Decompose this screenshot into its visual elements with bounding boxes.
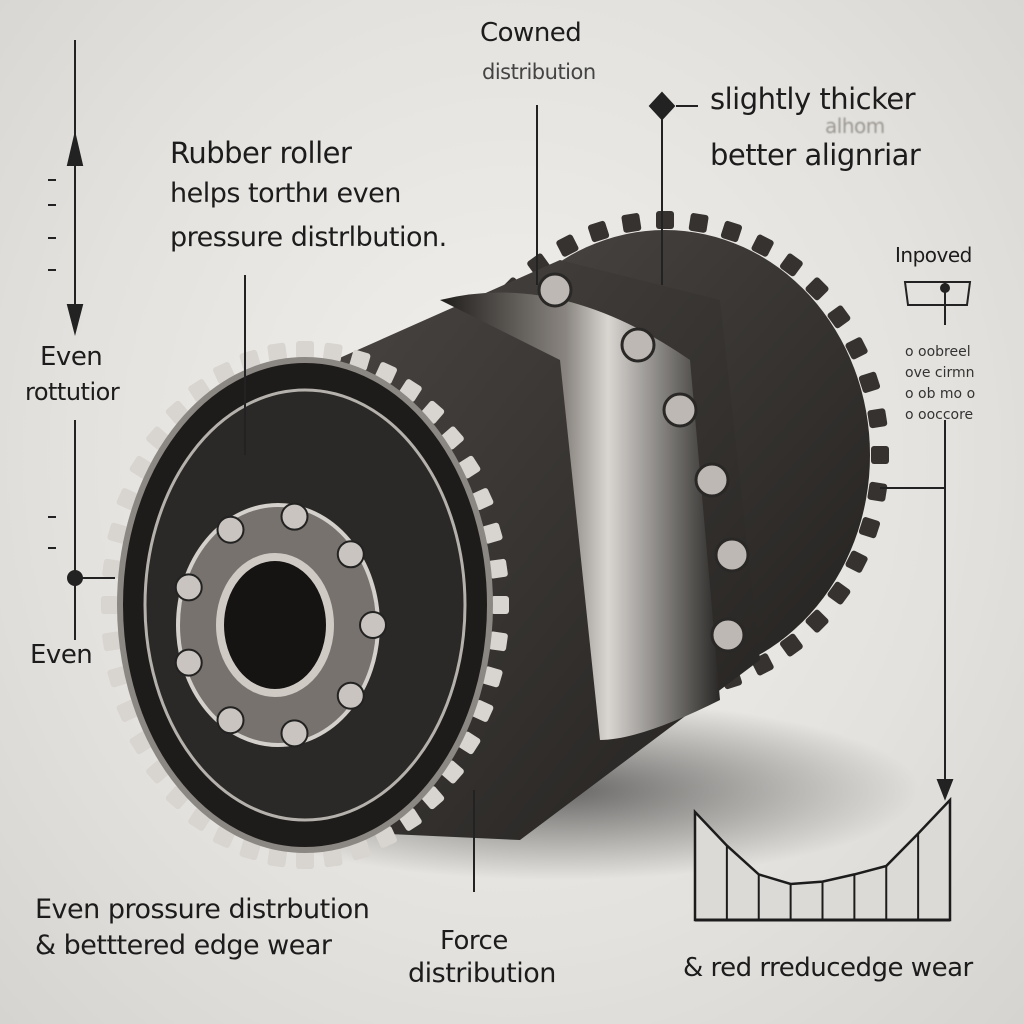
thicker-faint-text: alhom (825, 114, 885, 138)
gear-tooth (827, 305, 851, 329)
arrow-down-icon (936, 779, 954, 801)
list-item: o ooccore (905, 407, 974, 423)
hub-bolt (174, 573, 203, 602)
gear-tooth (720, 220, 742, 243)
rotation-label: rottutior (25, 378, 120, 406)
hub-bolt (336, 540, 365, 569)
diamond-icon (648, 91, 676, 121)
thicker-label: slightly thicker (710, 82, 916, 116)
bolt (620, 327, 656, 363)
bolt (662, 392, 698, 428)
crowned-subtitle: distribution (482, 60, 596, 84)
band-bolts (537, 272, 750, 653)
gear-tooth (349, 349, 371, 371)
gear-tooth (779, 633, 803, 657)
gear-tooth (102, 558, 122, 579)
list-item: o oobreel (905, 344, 971, 360)
force-label: Force (440, 926, 508, 956)
hub-bolt (174, 648, 203, 677)
scale-ticks (48, 179, 56, 549)
gear-tooth (488, 558, 508, 579)
hub-bolt (336, 681, 365, 710)
force-distribution-label: distribution (408, 958, 556, 989)
rubber-roller-line3: pressure distrlbution. (170, 222, 447, 253)
hub-bolt (359, 611, 387, 639)
list-item: ove cirmn (905, 365, 975, 381)
bolt (710, 617, 746, 653)
metal-band (440, 292, 720, 740)
gear-tooth (867, 408, 888, 429)
gear-tooth (845, 550, 868, 573)
gear-tooth (867, 481, 888, 502)
gear-tooth (481, 666, 503, 688)
gear-tooth (779, 253, 803, 277)
gear-tooth (805, 609, 829, 633)
gear-tooth (858, 517, 881, 539)
reduced-wear-caption: & red rreducedge wear (683, 953, 973, 983)
gear-tooth (488, 631, 508, 652)
gear-tooth (107, 666, 129, 688)
hub-bolt (216, 706, 245, 735)
gear-tooth (322, 342, 343, 363)
hub-bolt (280, 719, 309, 748)
pressure-distribution-label: Even prossure distrbution (35, 894, 370, 925)
arrow-up-icon (66, 134, 84, 166)
wear-distribution-chart (693, 796, 952, 922)
gear-tooth (556, 234, 579, 257)
bore-hole (216, 553, 334, 697)
gear-tooth (296, 341, 314, 359)
bolt (537, 272, 573, 308)
alignment-icon (903, 281, 972, 325)
gear-tooth (588, 220, 610, 243)
list-item: o ob mo o (905, 386, 976, 402)
gear-tooth (102, 631, 122, 652)
gear-tooth (239, 839, 261, 861)
even-label: Even (40, 342, 103, 372)
improved-list: o oobreel ove cirmn o ob mo o o ooccore (905, 342, 975, 426)
gear-tooth (107, 522, 129, 544)
gear-tooth (688, 213, 709, 233)
arrow-down-icon (66, 304, 84, 336)
gear-tooth (858, 371, 881, 393)
hub-bolts (174, 502, 387, 748)
gear-tooth (845, 337, 868, 360)
rubber-roller-title: Rubber roller (170, 136, 352, 170)
hub-bolt (280, 502, 309, 531)
alignment-label: better alignriar (710, 138, 921, 172)
gear-tooth (621, 213, 642, 233)
gear-tooth (491, 596, 509, 614)
gear-tooth (349, 839, 371, 861)
even-label-lower: Even (30, 640, 93, 670)
leader-lines (66, 40, 954, 892)
gear-tooth (481, 522, 503, 544)
gear-tooth (805, 277, 829, 301)
improved-label: Inpoved (895, 243, 972, 267)
rubber-roller-line2: helps torthи even (170, 178, 401, 209)
crowned-title: Cowned (480, 18, 582, 48)
bolt (694, 462, 730, 498)
gear-tooth (101, 596, 119, 614)
gear-tooth (296, 851, 314, 869)
bolt (714, 537, 750, 573)
gear-tooth (751, 234, 774, 257)
edge-wear-label: & betttered edge wear (35, 930, 332, 961)
gear-tooth (267, 847, 288, 868)
gear-tooth (871, 446, 889, 464)
gear-tooth (827, 581, 851, 605)
gear-tooth (322, 847, 343, 868)
gear-tooth (267, 342, 288, 363)
hub-bolt (216, 515, 245, 544)
gear-tooth (656, 211, 674, 229)
